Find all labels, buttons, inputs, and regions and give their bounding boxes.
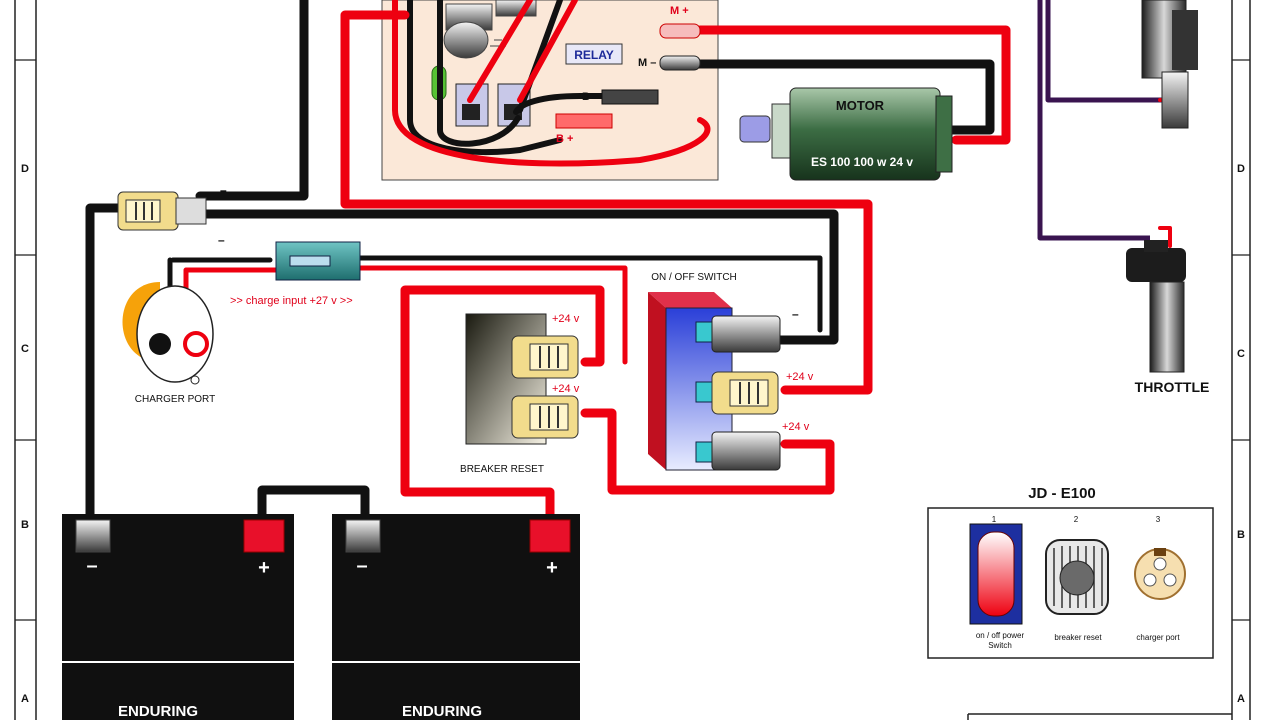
panel-item-2-caption: breaker reset (1054, 633, 1102, 642)
panel-item-1-caption-line2: Switch (988, 641, 1012, 650)
wires (85, 0, 1182, 535)
panel-power-switch (969, 523, 1023, 625)
relay-terminal-m-pos: M + (670, 5, 689, 17)
row-marker-b-right: B (1237, 529, 1245, 541)
on-off-switch: ON / OFF SWITCH – +24 v +24 v (648, 272, 814, 471)
charger-port: CHARGER PORT (122, 282, 215, 405)
breaker-reset: +24 v +24 v BREAKER RESET (460, 313, 580, 475)
row-marker-c-left: C (21, 343, 29, 355)
battery-right-brand: ENDURING (402, 703, 482, 720)
breaker-bottom-connector (511, 395, 579, 439)
row-marker-a-left: A (21, 693, 29, 705)
battery-right-pos: + (546, 557, 558, 579)
relay-label: RELAY (574, 48, 614, 62)
breaker-top-connector (511, 335, 579, 379)
switch-label: ON / OFF SWITCH (651, 272, 737, 283)
switch-top-terminal (695, 315, 781, 353)
breaker-top-voltage: +24 v (552, 313, 580, 325)
charger-port-label: CHARGER PORT (135, 394, 215, 405)
breaker-label: BREAKER RESET (460, 464, 544, 475)
relay-terminal-m-neg: M – (638, 57, 656, 69)
panel-breaker-reset (1045, 539, 1109, 615)
panel-charger-port (1134, 548, 1186, 600)
relay-terminal-b-neg: B – (582, 91, 599, 103)
motor-spec: ES 100 100 w 24 v (811, 155, 913, 169)
panel-item-2-num: 2 (1074, 515, 1079, 524)
panel-item-1-caption-line1: on / off power (976, 631, 1025, 640)
switch-middle-terminal (695, 371, 779, 415)
row-marker-b-left: B (21, 519, 29, 531)
row-marker-d-right: D (1237, 163, 1245, 175)
panel-title: JD - E100 (1028, 485, 1096, 502)
battery-left: – + ENDURING (62, 514, 294, 720)
breaker-bottom-voltage: +24 v (552, 383, 580, 395)
panel-item-1-num: 1 (992, 515, 997, 524)
throttle-label: THROTTLE (1135, 379, 1210, 395)
switch-minus: – (792, 307, 799, 321)
charger-input-note: >> charge input +27 v >> (230, 295, 353, 307)
battery-right-neg: – (356, 555, 367, 577)
charger-minus-bottom: – (218, 233, 225, 247)
charger-minus-top: – (220, 183, 227, 197)
battery-left-pos: + (258, 557, 270, 579)
row-marker-d-left: D (21, 163, 29, 175)
motor-label: MOTOR (836, 98, 885, 113)
control-panel: JD - E100 1 2 3 on / off power S (927, 485, 1214, 659)
battery-left-neg: – (86, 555, 97, 577)
motor: MOTOR ES 100 100 w 24 v (739, 87, 953, 181)
row-marker-a-right: A (1237, 693, 1245, 705)
switch-mid-voltage: +24 v (786, 371, 814, 383)
drawing-frame: D C B A D C B A (14, 0, 1251, 720)
panel-item-3-num: 3 (1156, 515, 1161, 524)
title-block-edge (967, 713, 1232, 720)
relay-terminals: M + M – B – B + (555, 5, 701, 145)
throttle: THROTTLE (1126, 0, 1209, 395)
panel-item-3-caption: charger port (1136, 633, 1180, 642)
charger-connector: – – >> charge input +27 v >> (117, 183, 361, 307)
relay-terminal-b-pos: B + (556, 133, 573, 145)
battery-left-brand: ENDURING (118, 703, 198, 720)
switch-bottom-terminal (695, 431, 781, 471)
switch-bottom-voltage: +24 v (782, 421, 810, 433)
battery-right: – + ENDURING (332, 514, 580, 720)
row-marker-c-right: C (1237, 348, 1245, 360)
